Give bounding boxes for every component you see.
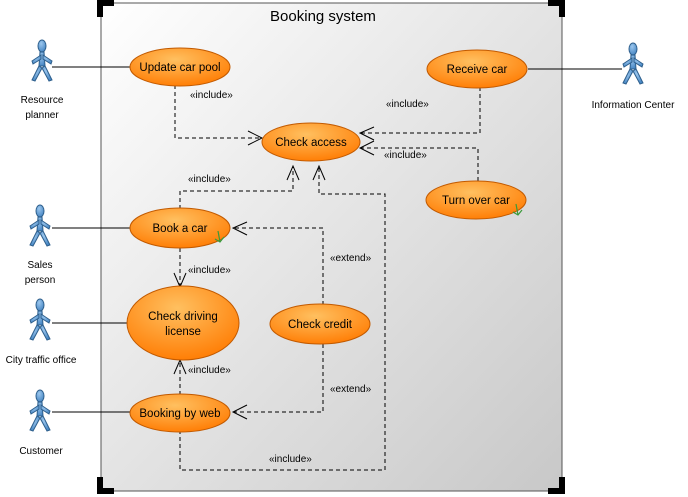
use-case-label: Check driving [148, 311, 218, 323]
person-icon [622, 42, 644, 85]
use-case-check-credit[interactable]: Check credit [269, 303, 371, 345]
use-case-update-car-pool[interactable]: Update car pool [129, 47, 231, 87]
system-title: Booking system [270, 8, 376, 25]
actor-label: Resource [21, 95, 64, 106]
use-case-turn-over-car[interactable]: Turn over car [425, 180, 527, 220]
include-label: «include» [190, 90, 233, 101]
use-case-label: Turn over car [442, 195, 510, 207]
use-case-receive-car[interactable]: Receive car [426, 49, 528, 89]
actor-label: person [25, 275, 56, 286]
use-case-check-access[interactable]: Check access [261, 122, 361, 162]
include-label: «include» [384, 150, 427, 161]
use-case-label: Book a car [153, 223, 208, 235]
person-icon [29, 204, 51, 247]
use-case-book-a-car[interactable]: Book a car [129, 207, 231, 249]
arrowheads [173, 126, 375, 420]
use-case-label: Check access [275, 137, 347, 149]
include-label: «include» [188, 174, 231, 185]
use-case-booking-by-web[interactable]: Booking by web [129, 393, 231, 433]
actor-label: Information Center [592, 100, 675, 111]
person-icon [29, 389, 51, 432]
actor-label: City traffic office [6, 355, 77, 366]
use-case-label: Check credit [288, 319, 353, 331]
actor-label: Sales [27, 260, 52, 271]
person-icon [31, 39, 53, 82]
actor-resource-planner[interactable]: Resource planner [21, 39, 64, 121]
actor-customer[interactable]: Customer [19, 389, 63, 457]
actor-sales-person[interactable]: Sales person [25, 204, 56, 286]
checkmark-icon [512, 203, 523, 216]
actor-city-traffic-office[interactable]: City traffic office [6, 298, 77, 366]
actor-information-center[interactable]: Information Center [592, 42, 675, 111]
dependencies [174, 85, 481, 471]
include-label: «include» [188, 265, 231, 276]
checkmark-icon [214, 230, 225, 243]
use-case-label: Booking by web [139, 408, 220, 420]
use-case-label: license [165, 326, 201, 338]
actor-label: Customer [19, 446, 63, 457]
person-icon [29, 298, 51, 341]
include-label: «include» [188, 365, 231, 376]
relation-labels: «include» «include» «include» «include» … [188, 90, 429, 465]
actor-label: planner [25, 110, 59, 121]
extend-label: «extend» [330, 253, 372, 264]
use-case-label: Receive car [447, 64, 508, 76]
associations [52, 66, 622, 413]
use-case-check-driving-license[interactable]: Check driving license [126, 285, 240, 361]
extend-label: «extend» [330, 384, 372, 395]
include-label: «include» [386, 99, 429, 110]
include-label: «include» [269, 454, 312, 465]
use-case-label: Update car pool [139, 62, 220, 74]
